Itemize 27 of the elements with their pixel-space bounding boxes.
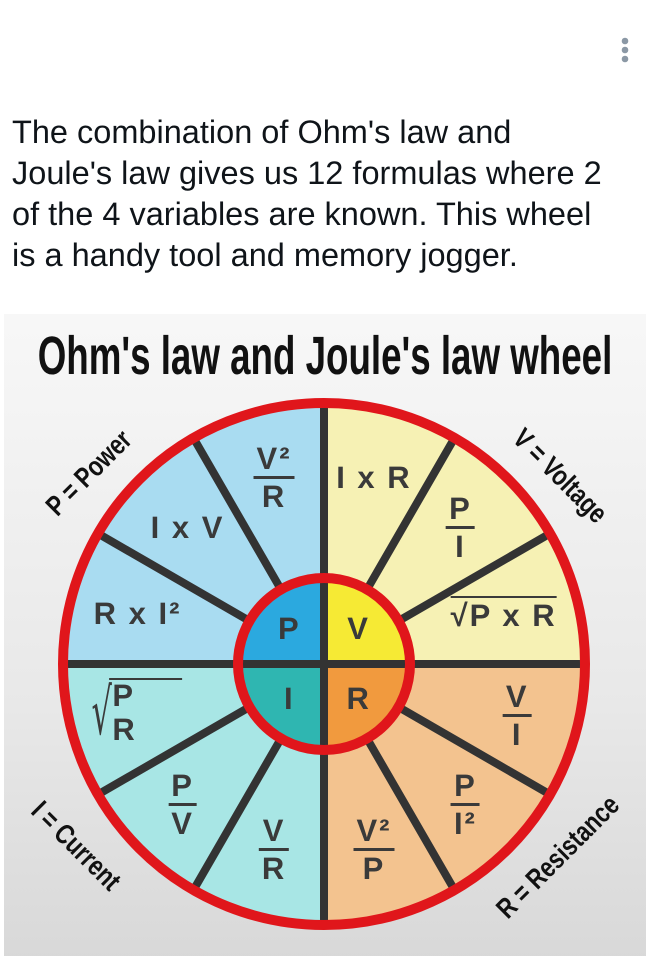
- variable-letter: V: [347, 612, 370, 646]
- radical-sign: √: [92, 679, 112, 748]
- diagram-title: Ohm's law and Joule's law wheel: [38, 326, 612, 386]
- formula-text: V: [171, 807, 194, 842]
- formula-text: P: [454, 769, 477, 804]
- variable-letter: P: [278, 612, 301, 646]
- formula-text: V: [262, 814, 286, 848]
- formula-text: P: [112, 679, 136, 714]
- formula-text: R: [262, 480, 286, 514]
- formula-text: P: [171, 769, 194, 804]
- formula-text: R: [112, 713, 137, 748]
- formula-text: V: [506, 680, 529, 714]
- formula-text: R: [262, 852, 286, 886]
- formula-text: I: [455, 530, 466, 564]
- formula-text: I: [512, 718, 522, 752]
- formula-text: P: [362, 852, 386, 886]
- variable-letter: R: [346, 682, 371, 716]
- formula-text: P: [449, 492, 472, 526]
- formula-text: I²: [454, 807, 477, 842]
- formula-text: I x V: [150, 510, 224, 545]
- formula-text: V²: [356, 814, 392, 848]
- formula-text: R x I²: [94, 597, 182, 632]
- variable-letter: I: [284, 682, 295, 716]
- formula-text: I x R: [336, 460, 412, 495]
- post-text: The combination of Ohm's law and Joule's law gives us 12 formulas where 2 of the 4 variables are known. This wheel is a handy tool and memory jogger.: [12, 113, 603, 275]
- formula-text: √P x R: [450, 598, 557, 633]
- formula-text: V²: [256, 442, 292, 476]
